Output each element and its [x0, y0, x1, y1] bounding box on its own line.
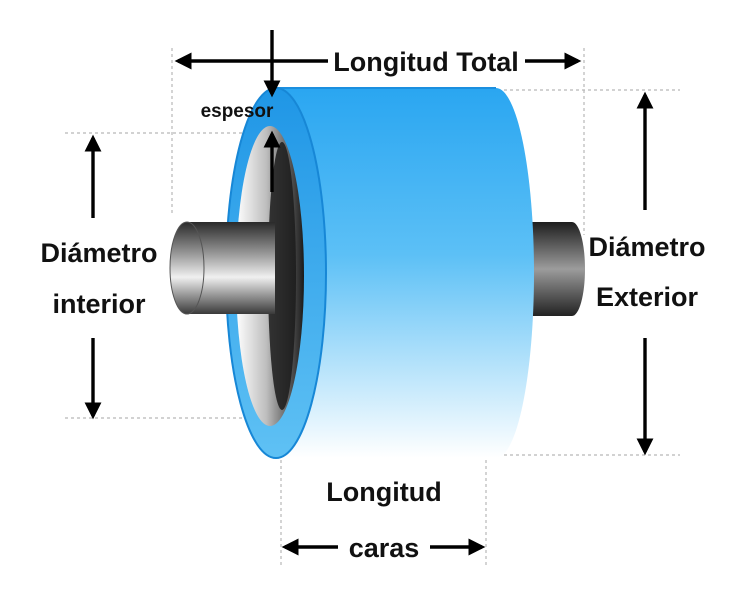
outer-diameter-label-line2: Exterior	[596, 282, 699, 312]
outer-diameter-label-line1: Diámetro	[588, 232, 705, 262]
face-length-dimension: Longitud caras	[281, 477, 486, 563]
outer-diameter-dimension: Diámetro Exterior	[588, 91, 706, 456]
inner-diameter-dimension: Diámetro interior	[40, 134, 158, 420]
face-length-label-line1: Longitud	[326, 477, 441, 507]
inner-diameter-label-line2: interior	[52, 289, 146, 319]
face-length-label-line2: caras	[349, 533, 420, 563]
shaft-left-end	[169, 221, 275, 315]
total-length-dimension: Longitud Total	[174, 47, 582, 77]
inner-diameter-label-line1: Diámetro	[40, 238, 157, 268]
thickness-label: espesor	[201, 101, 274, 122]
total-length-label: Longitud Total	[333, 47, 518, 77]
thickness-dimension: espesor	[201, 30, 281, 192]
